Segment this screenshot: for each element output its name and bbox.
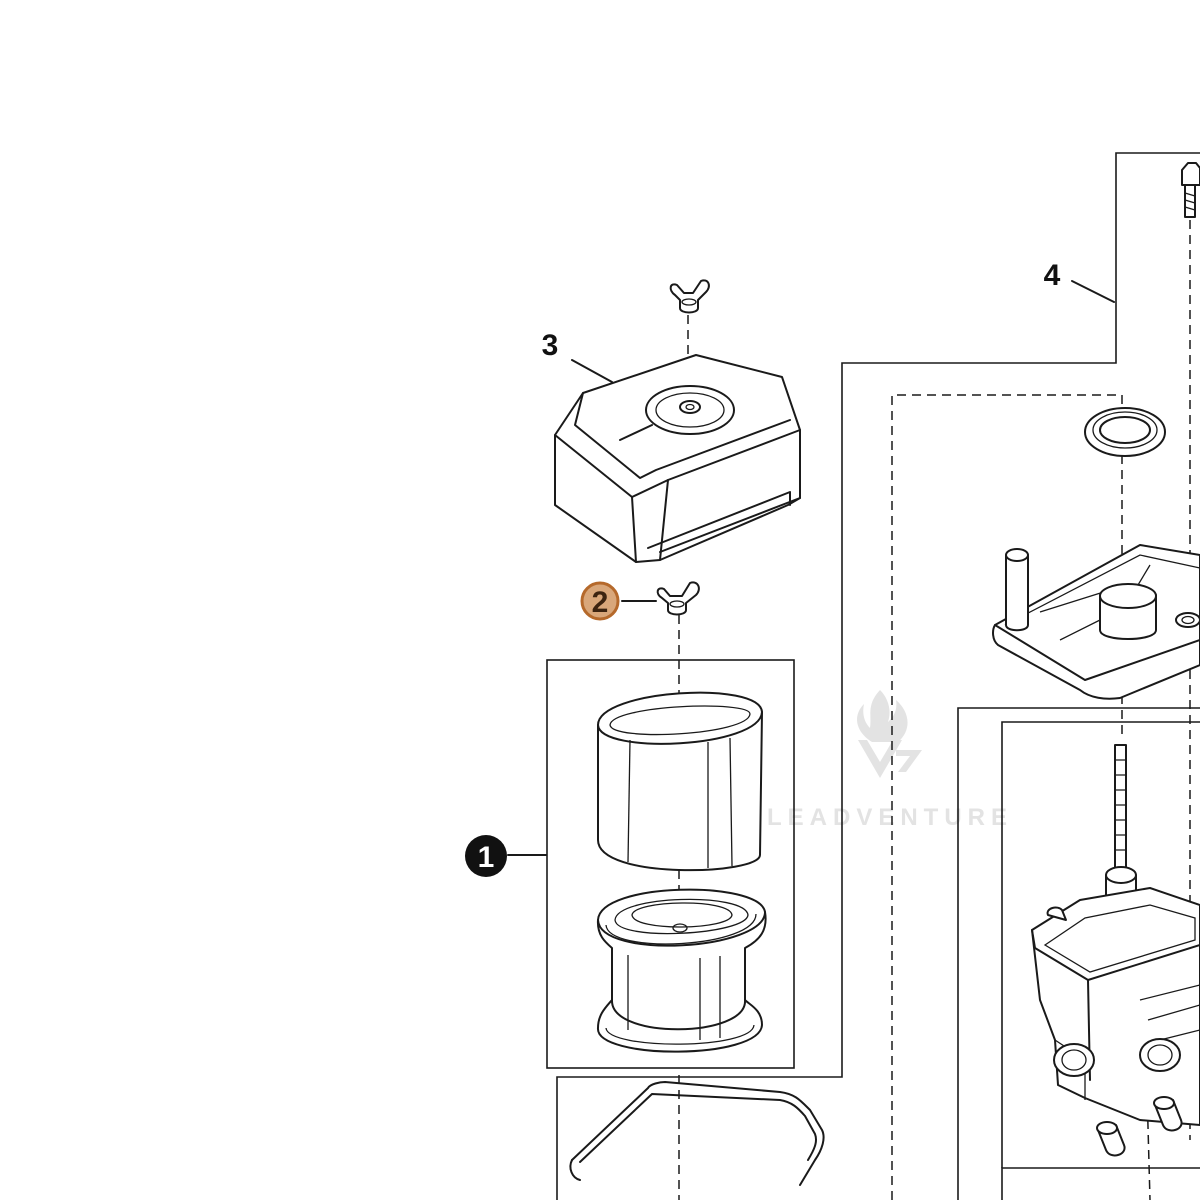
assembly-outline-innermost bbox=[1001, 1167, 1200, 1200]
callout-3[interactable]: 3 bbox=[542, 329, 559, 362]
dowel-pin-left-icon bbox=[1096, 1121, 1126, 1157]
leader-line-4 bbox=[1071, 280, 1115, 303]
bolt-icon bbox=[1181, 162, 1200, 218]
wing-nut-icon bbox=[656, 581, 700, 616]
leader-line-3 bbox=[571, 359, 613, 383]
callout-4[interactable]: 4 bbox=[1044, 259, 1061, 292]
dashed-outline bbox=[891, 394, 1123, 1200]
watermark-text: LEADVENTURE bbox=[767, 804, 1013, 831]
watermark: LEADVENTURE bbox=[767, 690, 1013, 831]
paper-filter-element-icon bbox=[596, 888, 767, 1053]
gasket-icon bbox=[569, 1081, 825, 1186]
callout-1[interactable]: 1 bbox=[478, 841, 495, 874]
callout-2-badge[interactable]: 2 bbox=[580, 581, 620, 621]
air-cleaner-base-icon bbox=[992, 544, 1200, 700]
wing-nut-top-icon bbox=[669, 279, 710, 314]
assembly-outline-4 bbox=[556, 152, 1200, 1200]
assembly-outline-inner bbox=[957, 707, 1200, 1200]
lower-housing-icon bbox=[1031, 887, 1200, 1126]
assembly-outline-innermost-left bbox=[1001, 721, 1200, 1168]
pre-filter-foam-icon bbox=[597, 691, 763, 872]
callout-1-badge[interactable]: 1 bbox=[465, 835, 507, 877]
filter-group-box bbox=[546, 659, 795, 1069]
seal-ring-icon bbox=[1084, 407, 1166, 457]
air-cleaner-cover-icon bbox=[554, 354, 801, 563]
callout-2[interactable]: 2 bbox=[592, 586, 609, 619]
dowel-pin-right-icon bbox=[1153, 1096, 1183, 1132]
flame-chevron-logo-icon bbox=[857, 690, 922, 778]
